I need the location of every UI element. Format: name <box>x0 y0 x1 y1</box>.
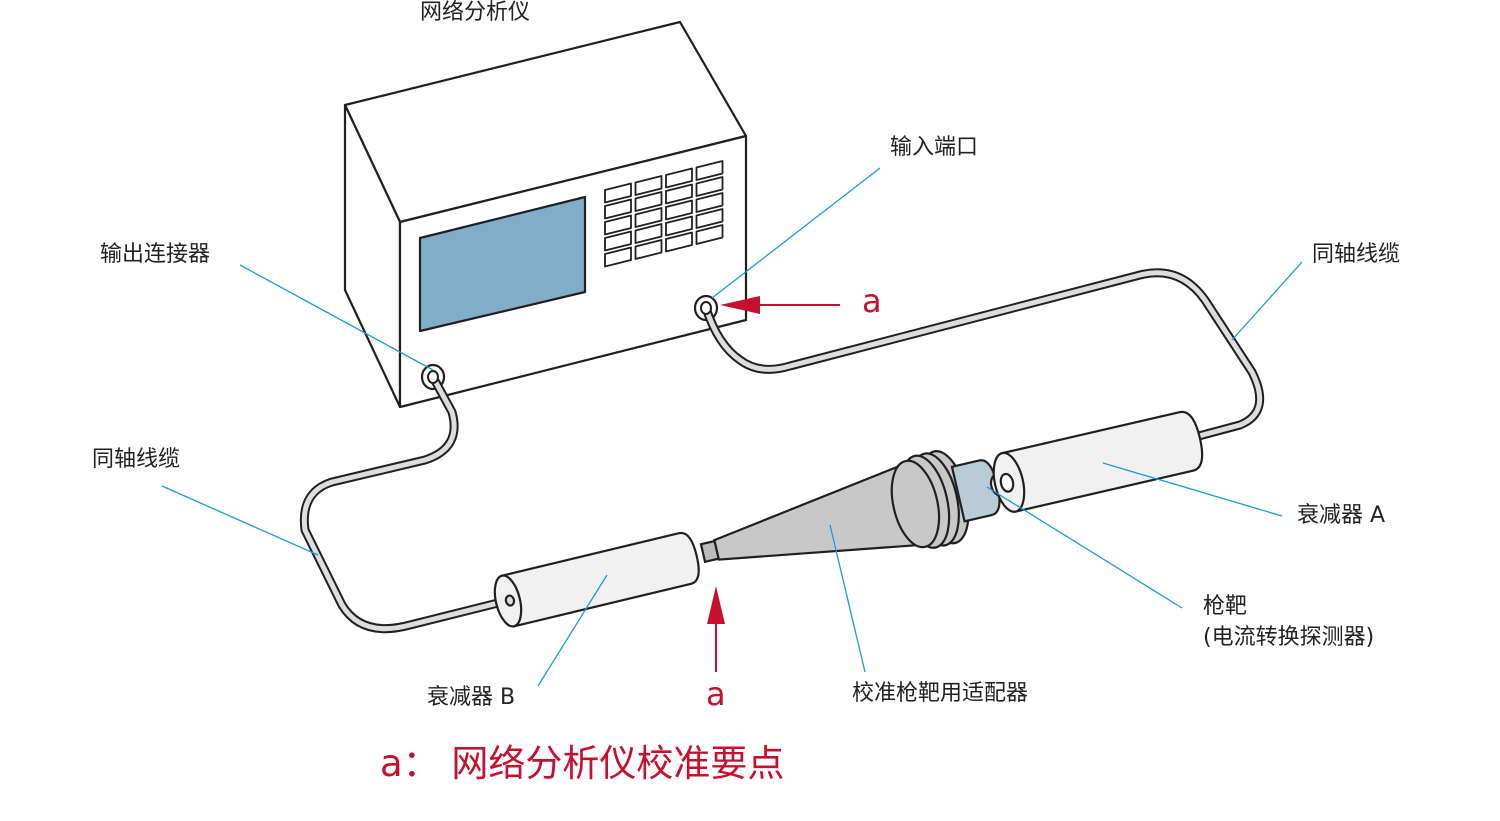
keypad-key <box>695 192 724 213</box>
label-coax-left: 同轴线缆 <box>92 447 181 472</box>
label-target: 枪靶 <box>1203 594 1248 619</box>
keypad-key <box>695 224 724 245</box>
caption: a： 网络分析仪校准要点 <box>380 742 785 785</box>
calibration-arrows <box>707 296 840 672</box>
adapter-assembly <box>699 410 1204 564</box>
keypad-key <box>634 239 663 260</box>
network-analyzer <box>343 20 748 409</box>
keypad-key <box>634 223 663 244</box>
keypad-key <box>634 175 663 196</box>
leader-lines <box>161 167 1303 687</box>
label-output-connector: 输出连接器 <box>100 242 211 267</box>
keypad-key <box>604 230 632 252</box>
keypad-key <box>604 246 632 268</box>
label-coax-right: 同轴线缆 <box>1312 242 1401 267</box>
analyzer-keypad <box>604 160 724 268</box>
analyzer-screen <box>418 195 587 333</box>
keypad-key <box>695 208 724 229</box>
keypad-key <box>634 191 663 212</box>
keypad-key <box>665 215 693 237</box>
attenuator-a <box>1000 410 1204 513</box>
mark-a-input: a <box>862 282 882 320</box>
keypad-key <box>665 231 693 253</box>
keypad-key <box>665 199 693 221</box>
label-attenuator-a: 衰减器 A <box>1297 503 1386 528</box>
arrowhead-icon <box>707 586 725 624</box>
keypad-key <box>604 198 632 220</box>
arrowhead-icon <box>720 296 760 314</box>
coax-cables <box>299 268 1265 634</box>
flange <box>890 459 941 549</box>
keypad-key <box>665 183 693 205</box>
label-input-port: 输入端口 <box>890 135 979 160</box>
mark-a-adapter: a <box>706 675 726 713</box>
keypad-key <box>634 207 663 228</box>
label-target-desc: (电流转换探测器) <box>1203 625 1375 650</box>
keypad-key <box>665 167 693 189</box>
label-adapter: 校准枪靶用适配器 <box>852 681 1029 706</box>
keypad-key <box>604 182 632 204</box>
keypad-key <box>695 176 724 197</box>
keypad-key <box>604 214 632 236</box>
label-network-analyzer: 网络分析仪 <box>420 0 531 25</box>
label-attenuator-b: 衰减器 B <box>427 685 516 710</box>
attenuator-b <box>493 531 700 628</box>
keypad-key <box>695 160 724 181</box>
